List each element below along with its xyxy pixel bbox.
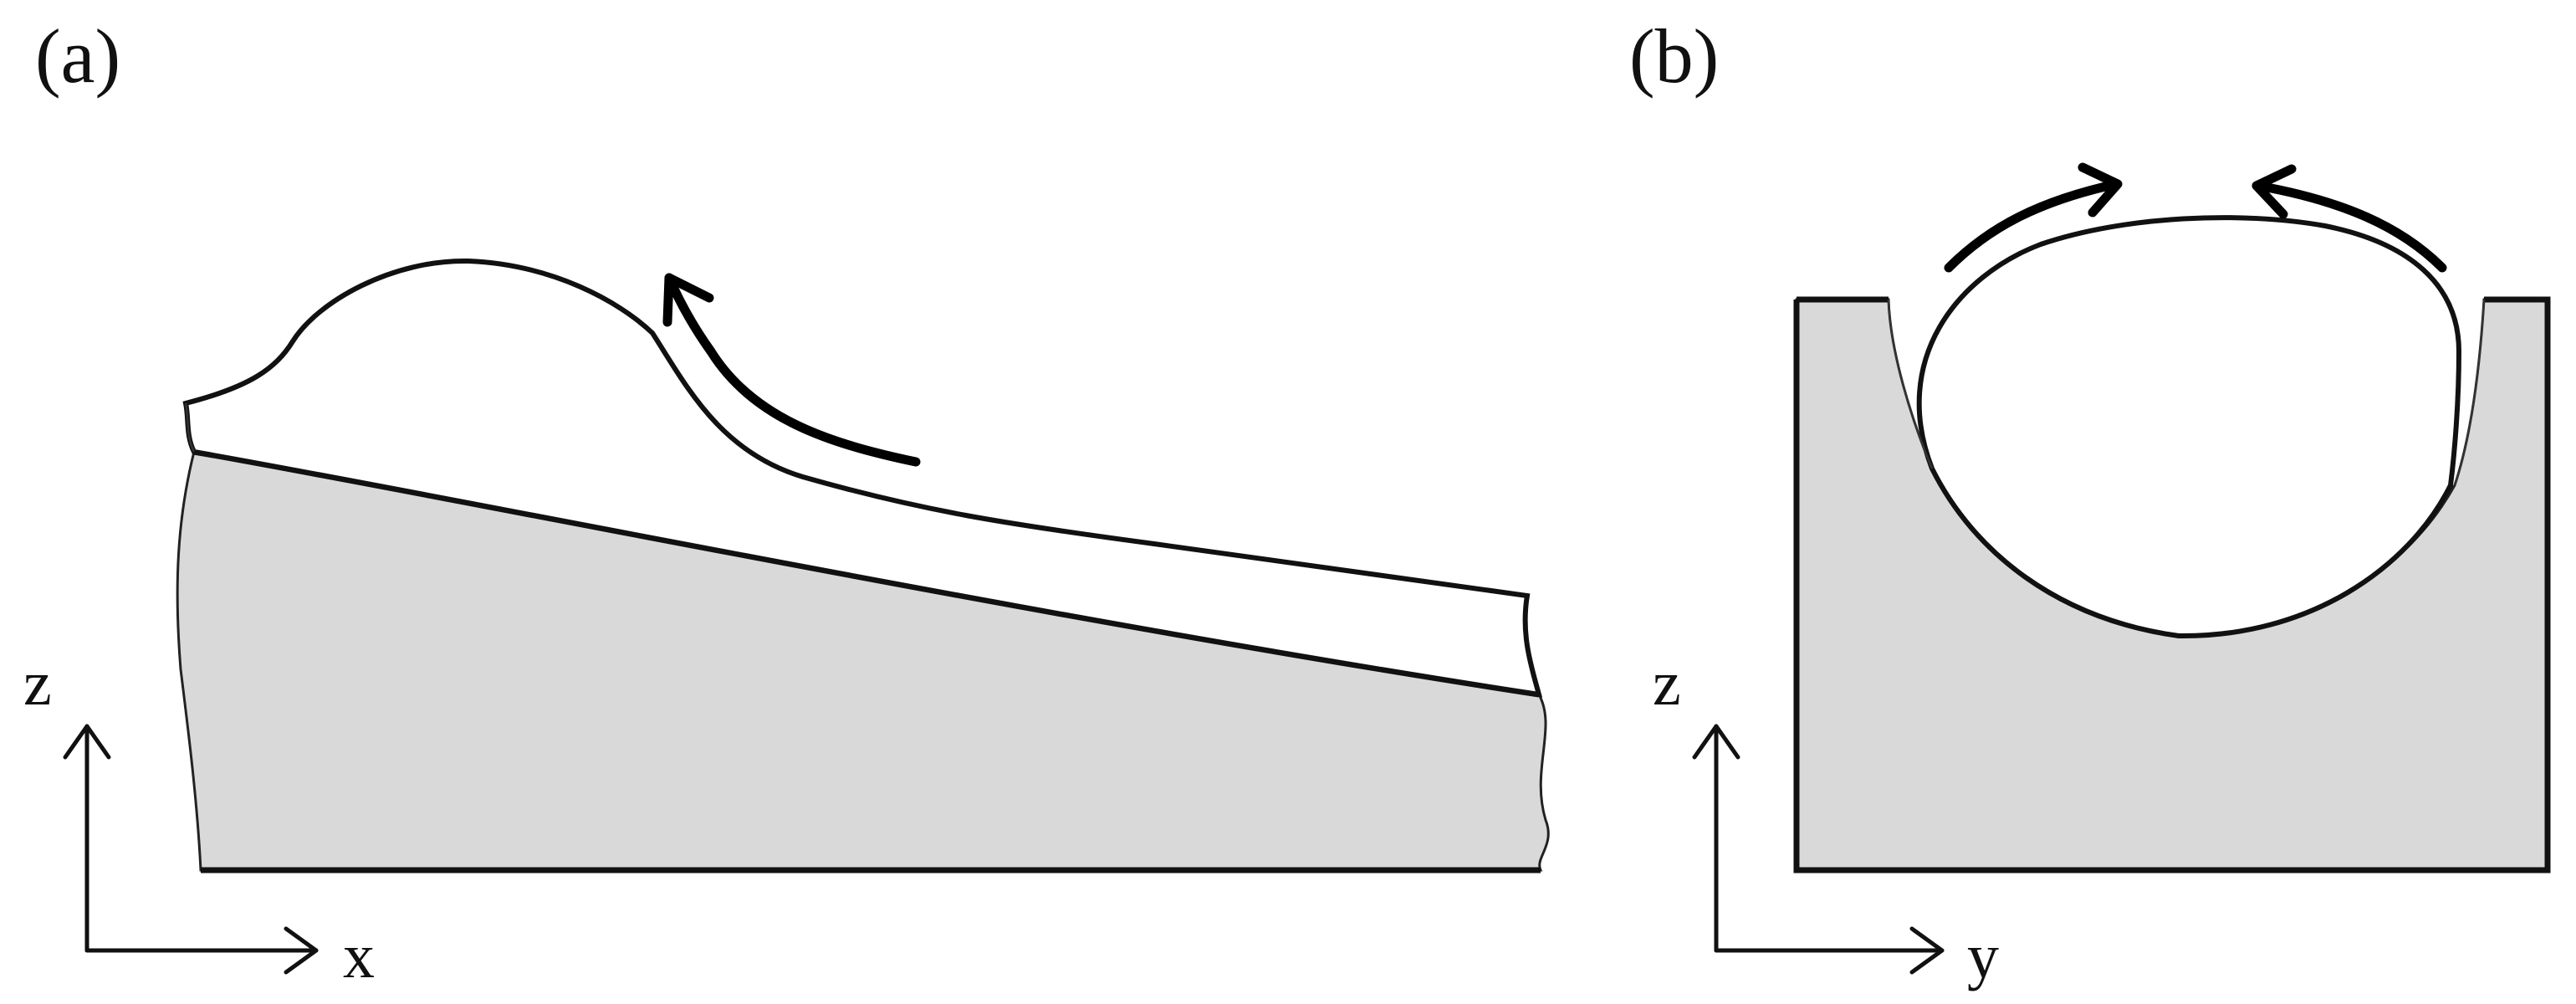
panel-a-axes: z x <box>23 648 375 991</box>
arrowhead-icon <box>2078 162 2123 218</box>
panel-b-axes: z y <box>1653 648 1999 991</box>
curved-arrow-icon <box>2253 181 2447 273</box>
arrowhead-icon <box>1692 724 1740 760</box>
panel-b-label: (b) <box>1629 13 1719 99</box>
panel-a: (a) z x <box>23 13 1550 991</box>
arrowhead-icon <box>63 724 111 760</box>
curved-arrow-icon <box>664 273 921 467</box>
arrowhead-icon <box>2251 164 2297 219</box>
panel-a-vertical-axis-label: z <box>23 648 52 719</box>
panel-b-bead <box>1916 215 2462 639</box>
panel-b-horizontal-axis-label: y <box>1967 921 1999 991</box>
panel-a-label: (a) <box>35 13 120 99</box>
panel-b-flow-arrow-right <box>2251 164 2447 273</box>
panel-a-bead <box>182 258 1543 698</box>
panel-a-left-cut-edge <box>184 402 196 453</box>
arrowhead-icon <box>284 926 319 975</box>
panel-a-horizontal-axis-label: x <box>343 921 375 991</box>
panel-b-groove-wall-left <box>1887 299 1934 469</box>
panel-b-vertical-axis-label: z <box>1653 648 1681 719</box>
panel-b-flow-arrow-left <box>1944 162 2123 273</box>
panel-b-substrate-outline <box>1793 296 2551 873</box>
arrowhead-icon <box>1909 926 1945 975</box>
panel-a-flow-arrow <box>662 273 921 467</box>
panel-b: (b) z y <box>1629 13 2551 991</box>
arrowhead-icon <box>662 273 714 327</box>
curved-arrow-icon <box>1944 179 2121 273</box>
panel-b-groove-wall-right <box>2453 299 2486 486</box>
